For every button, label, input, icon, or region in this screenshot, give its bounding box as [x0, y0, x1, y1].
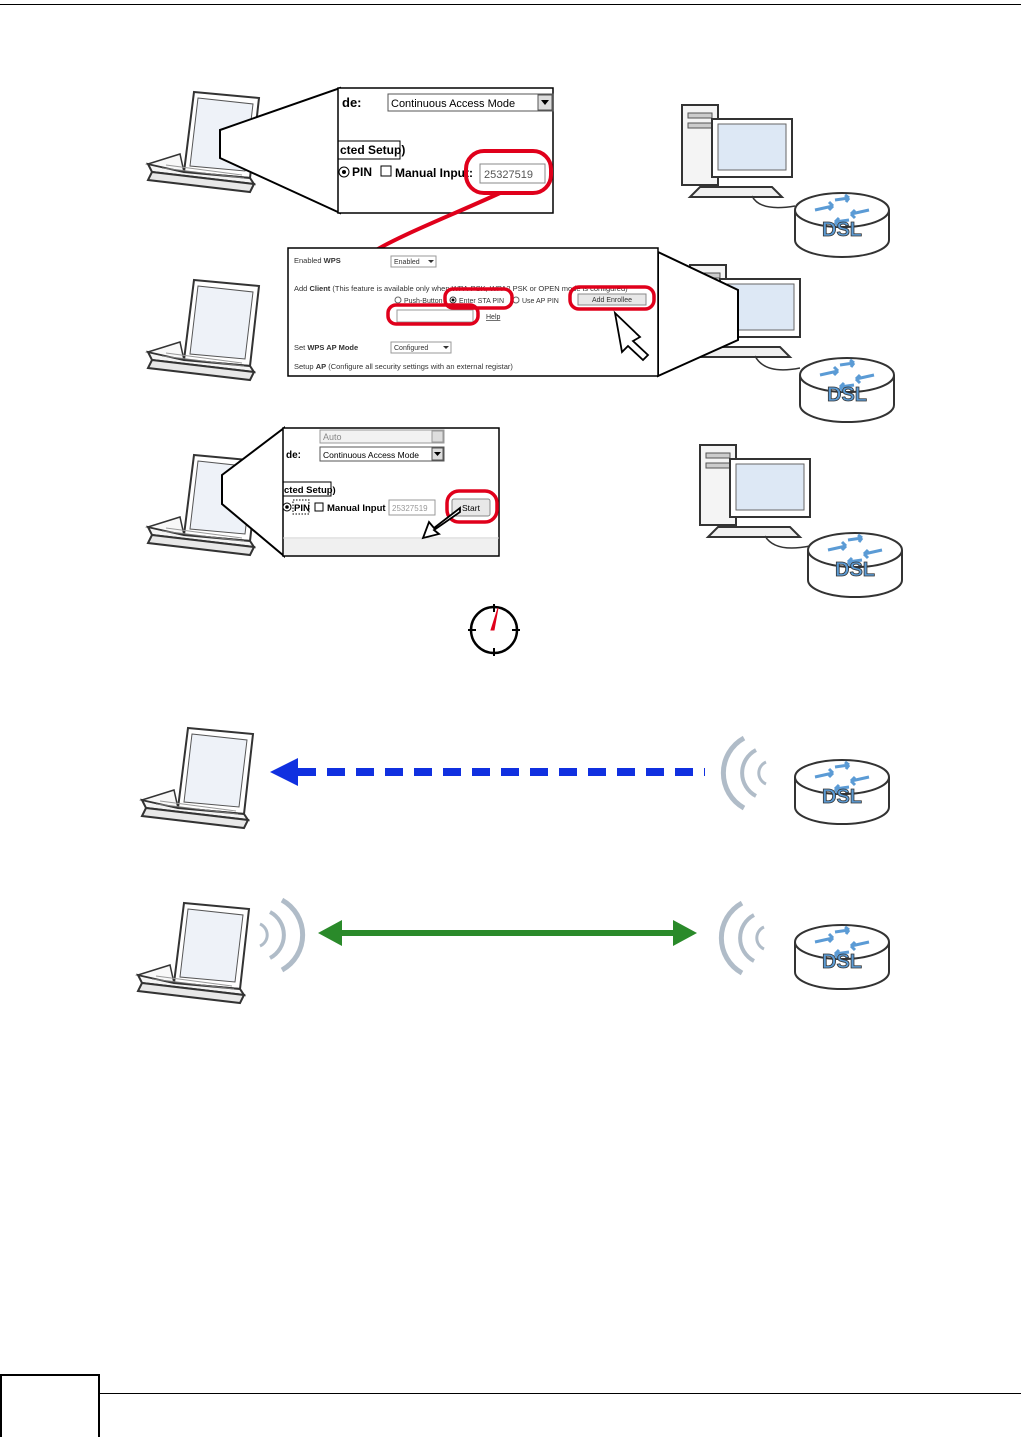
dsl-label: DSL [827, 384, 867, 406]
auto-select[interactable] [319, 429, 445, 444]
pin-label: PIN [352, 165, 372, 179]
footer-rule [100, 1393, 1021, 1394]
wps-enabled-select[interactable] [390, 255, 437, 268]
wireless-signal-icon [723, 738, 766, 808]
svg-text:Auto: Auto [323, 432, 342, 442]
mode-select[interactable] [387, 93, 554, 112]
svg-text:de:: de: [286, 450, 301, 461]
pin-highlight [464, 149, 553, 195]
add-enrollee-highlight [568, 285, 656, 311]
blue-arrowhead [270, 758, 298, 786]
dsl-label: DSL [822, 786, 862, 808]
svg-text:Enabled WPS: Enabled WPS [294, 256, 341, 265]
svg-text:cted Setup): cted Setup) [284, 485, 336, 496]
mouse-cursor-icon [421, 506, 461, 540]
timer-icon [468, 604, 520, 656]
sta-pin-highlight [443, 287, 514, 310]
desktop-pc-icon [681, 104, 793, 198]
svg-text:Enter STA PIN: Enter STA PIN [459, 298, 504, 305]
pin-field[interactable] [479, 163, 546, 184]
svg-text:Use AP PIN: Use AP PIN [522, 298, 559, 305]
step3-screenshot: Auto de: Continuous Access Mode cted Set… [282, 427, 500, 557]
svg-text:Add Enrollee: Add Enrollee [592, 297, 632, 304]
add-enrollee-button[interactable] [577, 293, 647, 306]
step2-screenshot: Enabled WPS Enabled Add Client (This fea… [287, 247, 659, 377]
manual-input-checkbox[interactable] [380, 165, 392, 177]
manual-input-checkbox[interactable] [314, 502, 324, 512]
dsl-label: DSL [822, 219, 862, 241]
page-number-box [0, 1374, 100, 1437]
mouse-cursor-icon [613, 310, 650, 362]
dsl-label: DSL [822, 951, 862, 973]
laptop-icon [137, 902, 250, 1004]
laptop-icon [147, 279, 260, 381]
svg-text:Set WPS AP Mode: Set WPS AP Mode [294, 343, 358, 352]
pin-field[interactable] [388, 499, 436, 516]
sta-pin-input[interactable] [396, 309, 474, 323]
wireless-signal-icon [721, 903, 764, 973]
wireless-signal-icon [260, 900, 303, 970]
svg-text:Continuous Access Mode: Continuous Access Mode [323, 450, 419, 460]
start-button[interactable] [451, 498, 491, 517]
setup-label: cted Setup) [340, 143, 405, 157]
svg-text:Manual Input: Manual Input [327, 503, 386, 514]
laptop-icon [141, 727, 254, 829]
help-link[interactable]: Help [486, 314, 501, 321]
header-rule [0, 4, 1021, 5]
svg-text:PIN: PIN [294, 503, 310, 514]
svg-text:Configured: Configured [394, 345, 428, 352]
mode-select[interactable] [319, 446, 445, 462]
dsl-label: DSL [835, 559, 875, 581]
mode-select-value: Continuous Access Mode [391, 98, 515, 110]
svg-text:Push-Button: Push-Button [404, 298, 443, 305]
mode-label: de: [342, 95, 362, 110]
ap-pin-radio[interactable] [512, 296, 520, 304]
svg-text:Setup AP (Configure all securi: Setup AP (Configure all security setting… [294, 362, 513, 371]
step1-screenshot: de: Continuous Access Mode cted Setup) P… [337, 87, 554, 214]
ap-mode-select[interactable] [390, 341, 452, 354]
svg-text:25327519: 25327519 [392, 504, 428, 513]
desktop-pc-icon [699, 444, 811, 538]
svg-text:Enabled: Enabled [394, 259, 420, 266]
svg-text:Start: Start [462, 503, 481, 513]
pin-field-highlight [386, 303, 480, 326]
pin-value: 25327519 [484, 169, 533, 181]
push-button-radio[interactable] [394, 296, 402, 304]
manual-input-label: Manual Input: [395, 166, 473, 180]
start-highlight [445, 489, 499, 524]
